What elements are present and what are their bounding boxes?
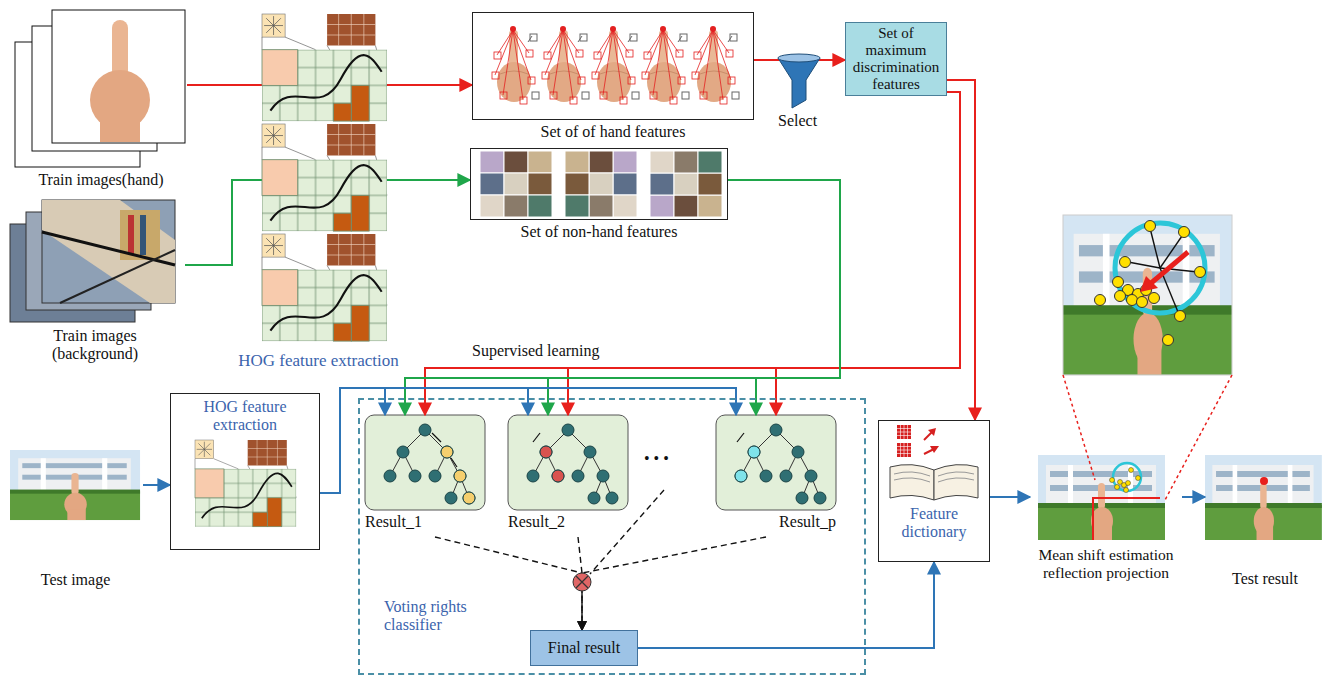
feature-set-box: Set of non-hand features — [470, 148, 728, 248]
dictionary-box: Feature dictionary — [878, 420, 990, 562]
caption: Mean shift estimation reflection project… — [1030, 546, 1182, 582]
connector-arrow — [425, 179, 470, 181]
connector-arrow — [320, 388, 528, 493]
connector-arrow — [185, 264, 212, 266]
image-node: Test result — [1205, 455, 1325, 590]
tree-box: Result_1 — [365, 415, 485, 537]
connector-arrow — [1182, 496, 1205, 498]
frame — [472, 12, 754, 120]
connector-arrow — [187, 84, 212, 86]
caption: Test result — [1205, 570, 1325, 588]
result-box: Final result — [530, 630, 638, 666]
connector-arrow — [776, 92, 960, 415]
node-label: Set of maximum discrimination features — [850, 25, 942, 94]
caption: Set of of hand features — [472, 123, 754, 141]
connector-arrow — [435, 537, 582, 630]
tree-box: Result_2 — [508, 415, 628, 537]
tree-box: Result_p — [716, 415, 836, 537]
connector-arrow — [425, 92, 960, 415]
frame — [470, 148, 728, 220]
caption: Result_2 — [508, 513, 628, 531]
caption: Result_1 — [365, 513, 485, 531]
caption: Result_p — [716, 513, 836, 531]
caption: Train images(hand) — [15, 171, 187, 189]
caption: Test image — [8, 571, 143, 589]
feature-set-box: Set of of hand features — [472, 12, 754, 146]
node-label: Voting rights classifier — [384, 598, 494, 635]
caption: Train images (background) — [35, 327, 155, 364]
connector-arrow — [568, 92, 960, 415]
connector-arrow — [582, 537, 766, 630]
connector-arrow — [320, 388, 385, 493]
connector-arrow — [990, 497, 1030, 498]
classifier-group: Voting rights classifier Result_1 Result_2… — [358, 398, 866, 675]
connector-arrow — [320, 388, 736, 493]
feature-extractor: HOG feature extraction — [212, 8, 425, 380]
image-stack: Train images (background) — [5, 200, 185, 380]
annotation: Supervised learning — [470, 342, 602, 360]
image-node: Test image — [8, 448, 143, 593]
caption: Set of non-hand features — [470, 223, 728, 241]
connector-arrow — [548, 180, 840, 415]
image-stack: Train images(hand) — [15, 8, 187, 198]
caption: HOG feature extraction — [212, 351, 425, 371]
node-label: Final result — [548, 639, 620, 657]
connector-arrow — [425, 84, 472, 86]
connector-arrow — [143, 484, 170, 486]
node-label: Feature dictionary — [879, 505, 989, 542]
process-box: Set of maximum discrimination features — [845, 22, 947, 96]
process-box: HOG feature extraction — [170, 393, 320, 550]
image-node: Mean shift estimation reflection project… — [1030, 455, 1182, 615]
ellipsis: • • • — [642, 450, 671, 468]
node-label: HOG feature extraction — [171, 398, 319, 435]
connector-arrow — [728, 180, 840, 415]
connector-arrow — [638, 562, 934, 648]
step-label: Select — [776, 112, 819, 130]
